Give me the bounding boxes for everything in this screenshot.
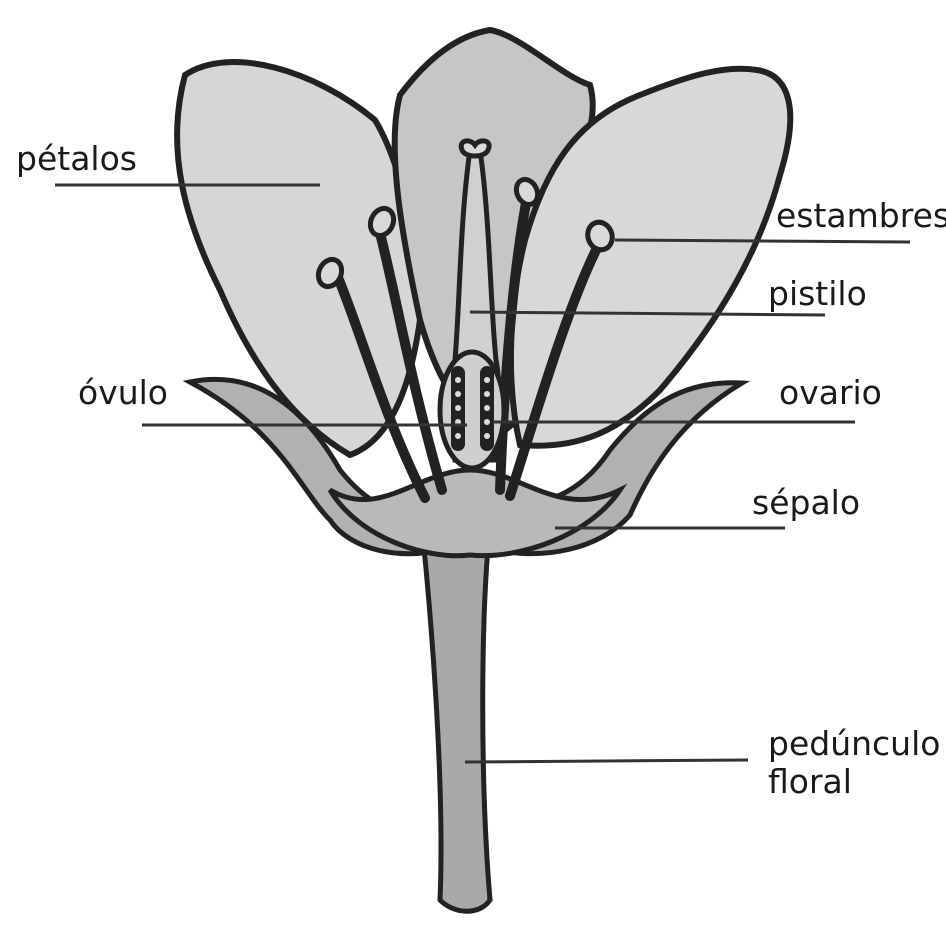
label-petalos: pétalos	[16, 140, 137, 178]
leader-peduncle	[465, 760, 748, 762]
peduncle-stem	[420, 510, 492, 911]
label-sepalo: sépalo	[752, 484, 860, 522]
leader-estambres	[615, 240, 910, 242]
ovary	[440, 352, 504, 468]
stigma	[461, 141, 489, 156]
label-peduncle-line2: floral	[768, 763, 940, 801]
label-estambres: estambres	[776, 197, 946, 235]
label-peduncle-line1: pedúnculo	[768, 725, 940, 763]
label-peduncle: pedúnculo floral	[768, 725, 940, 801]
label-ovario: ovario	[779, 374, 882, 412]
label-pistilo: pistilo	[768, 275, 867, 313]
label-ovulo: óvulo	[78, 374, 168, 412]
